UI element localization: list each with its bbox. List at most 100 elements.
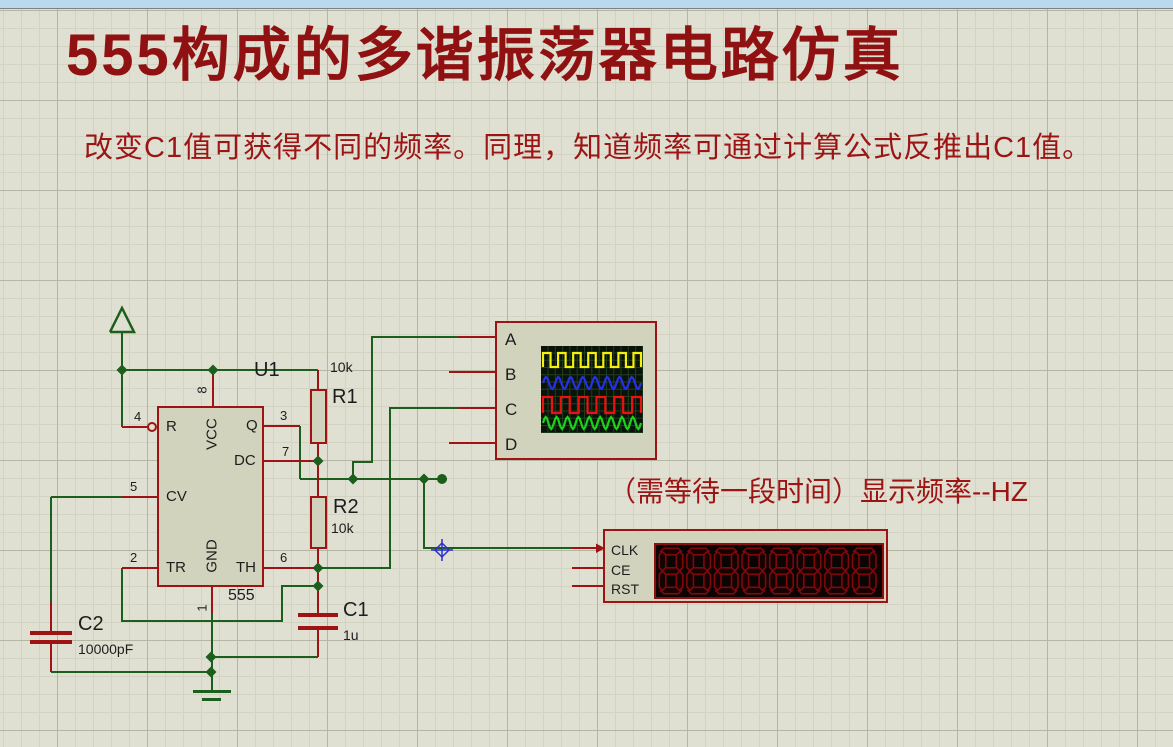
capacitor-c1-plate[interactable] — [298, 613, 338, 617]
digit-segment — [686, 550, 695, 572]
digit-segment — [851, 550, 860, 572]
c2-ref-label: C2 — [78, 613, 104, 635]
display-digit — [686, 547, 712, 595]
display-digit — [713, 547, 739, 595]
u1-pin-number-2: 2 — [130, 550, 138, 565]
r1-ref-label: R1 — [332, 386, 358, 408]
net-wire — [423, 479, 572, 549]
digit-segment — [675, 570, 684, 592]
digit-segment — [868, 570, 877, 592]
junction-dot — [116, 364, 128, 376]
capacitor-c1-plate[interactable] — [298, 626, 338, 630]
u1-pin-label-cv: CV — [166, 488, 187, 505]
digit-segment — [703, 570, 712, 592]
inversion-bubble — [147, 422, 157, 432]
component-oscilloscope[interactable]: A B C D — [495, 321, 657, 460]
scope-channel-b-label: B — [505, 365, 517, 384]
display-digit — [796, 547, 822, 595]
u1-pin-label-dc: DC — [234, 452, 256, 469]
wire-end-dot — [437, 474, 447, 484]
digit-segment — [841, 570, 850, 592]
u1-pin-number-3: 3 — [280, 408, 288, 423]
digit-segment — [675, 550, 684, 572]
r2-value-label: 10k — [331, 520, 354, 536]
digit-segment — [796, 570, 805, 592]
junction-dot — [312, 580, 324, 592]
digit-segment — [813, 570, 822, 592]
oscilloscope-screen — [541, 346, 643, 433]
scope-channel-d-label: D — [505, 435, 518, 454]
origin-marker — [431, 539, 453, 561]
digit-segment — [796, 550, 805, 572]
digit-segment — [813, 550, 822, 572]
digit-segment — [868, 550, 877, 572]
scope-trace-c — [541, 395, 643, 415]
digit-segment — [851, 570, 860, 592]
digit-segment — [713, 570, 722, 592]
u1-pin-label-gnd: GND — [203, 539, 221, 573]
display-digit — [658, 547, 684, 595]
window-top-bar — [0, 0, 1173, 9]
digit-segment — [686, 570, 695, 592]
net-wire — [318, 407, 458, 569]
u1-pin-number-4: 4 — [134, 409, 142, 424]
counter-pin-label-clk: CLK — [611, 542, 639, 558]
scope-channel-c-label: C — [505, 400, 518, 419]
ground-symbol — [202, 698, 221, 701]
component-u1-555[interactable] — [157, 406, 264, 587]
digit-segment — [841, 550, 850, 572]
scope-trace-d — [541, 415, 643, 431]
u1-pin-number-7: 7 — [282, 444, 290, 459]
junction-dot — [312, 562, 324, 574]
digit-segment — [730, 570, 739, 592]
u1-pin-number-8: 8 — [194, 386, 210, 394]
display-digit — [851, 547, 877, 595]
r1-value-label: 10k — [330, 359, 353, 375]
display-digit — [741, 547, 767, 595]
u1-ref-label: U1 — [254, 359, 280, 381]
junction-dot — [312, 455, 324, 467]
resistor-body-r2[interactable] — [310, 496, 327, 549]
digit-segment — [730, 550, 739, 572]
digit-segment — [785, 570, 795, 592]
seven-segment-display — [654, 543, 884, 599]
digit-segment — [768, 570, 778, 592]
digit-segment — [758, 550, 767, 572]
u1-pin-label-tr: TR — [166, 559, 186, 576]
component-frequency-counter[interactable]: CLK CE RST — [603, 529, 888, 603]
display-digit — [824, 547, 850, 595]
net-wire — [121, 568, 318, 622]
ground-symbol — [193, 690, 231, 693]
scope-trace-a — [541, 351, 643, 369]
digit-segment — [824, 570, 833, 592]
junction-dot — [207, 364, 219, 376]
digit-segment — [758, 570, 767, 592]
r2-ref-label: R2 — [333, 496, 359, 518]
u1-pin-label-r: R — [166, 418, 177, 435]
power-arrow — [108, 305, 137, 334]
junction-dot — [347, 473, 359, 485]
capacitor-c2-plate[interactable] — [30, 640, 72, 644]
u1-pin-label-q: Q — [246, 417, 258, 434]
net-wire — [352, 336, 458, 479]
clk-arrow-icon — [596, 543, 605, 553]
c1-value-label: 1u — [343, 627, 359, 643]
digit-segment — [768, 550, 778, 572]
schematic-subtitle: 改变C1值可获得不同的频率。同理，知道频率可通过计算公式反推出C1值。 — [84, 132, 1093, 164]
digit-segment — [741, 570, 750, 592]
resistor-body-r1[interactable] — [310, 389, 327, 444]
c1-ref-label: C1 — [343, 599, 369, 621]
scope-trace-b — [541, 375, 643, 391]
digit-segment — [658, 570, 667, 592]
counter-pin-label-ce: CE — [611, 562, 631, 578]
digit-segment — [703, 550, 712, 572]
scope-channel-a-label: A — [505, 330, 517, 349]
c2-value-label: 10000pF — [78, 641, 134, 657]
digit-segment — [741, 550, 750, 572]
u1-pin-number-1: 1 — [194, 604, 210, 612]
u1-part-label: 555 — [228, 587, 255, 604]
schematic-title: 555构成的多谐振荡器电路仿真 — [66, 23, 904, 88]
capacitor-c2-plate[interactable] — [30, 631, 72, 635]
